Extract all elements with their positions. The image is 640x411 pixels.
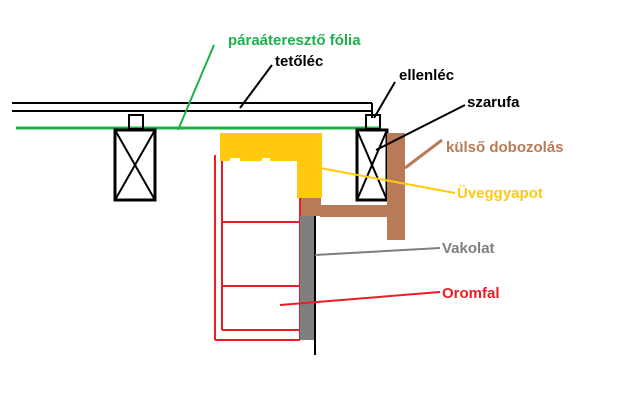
gable-wall	[214, 155, 301, 341]
boxing-label: külső dobozolás	[446, 139, 564, 156]
counter-batten-label: ellenléc	[399, 67, 454, 84]
roof-lath	[12, 102, 373, 118]
plaster-strip	[300, 216, 314, 340]
external-boxing	[301, 133, 405, 240]
rafter-leader	[375, 104, 466, 151]
plaster-leader	[314, 247, 441, 256]
rafter-left	[113, 128, 157, 202]
vapour-permeable-foil	[16, 115, 381, 130]
rafter-right	[355, 128, 389, 202]
wall-label: Oromfal	[442, 285, 500, 302]
counter-batten-leader	[373, 81, 396, 119]
foil-label: páraáteresztő fólia	[228, 32, 361, 49]
rafter-label: szarufa	[467, 94, 520, 111]
batten-leader	[239, 64, 273, 109]
wall-leader	[279, 291, 441, 306]
batten-label: tetőléc	[275, 53, 323, 70]
boxing-leader	[404, 138, 443, 170]
glass-wool	[220, 133, 322, 198]
plaster-label: Vakolat	[442, 240, 495, 257]
foil-leader	[177, 44, 215, 131]
glasswool-leader	[319, 167, 456, 194]
glasswool-label: Üveggyapot	[457, 185, 543, 202]
